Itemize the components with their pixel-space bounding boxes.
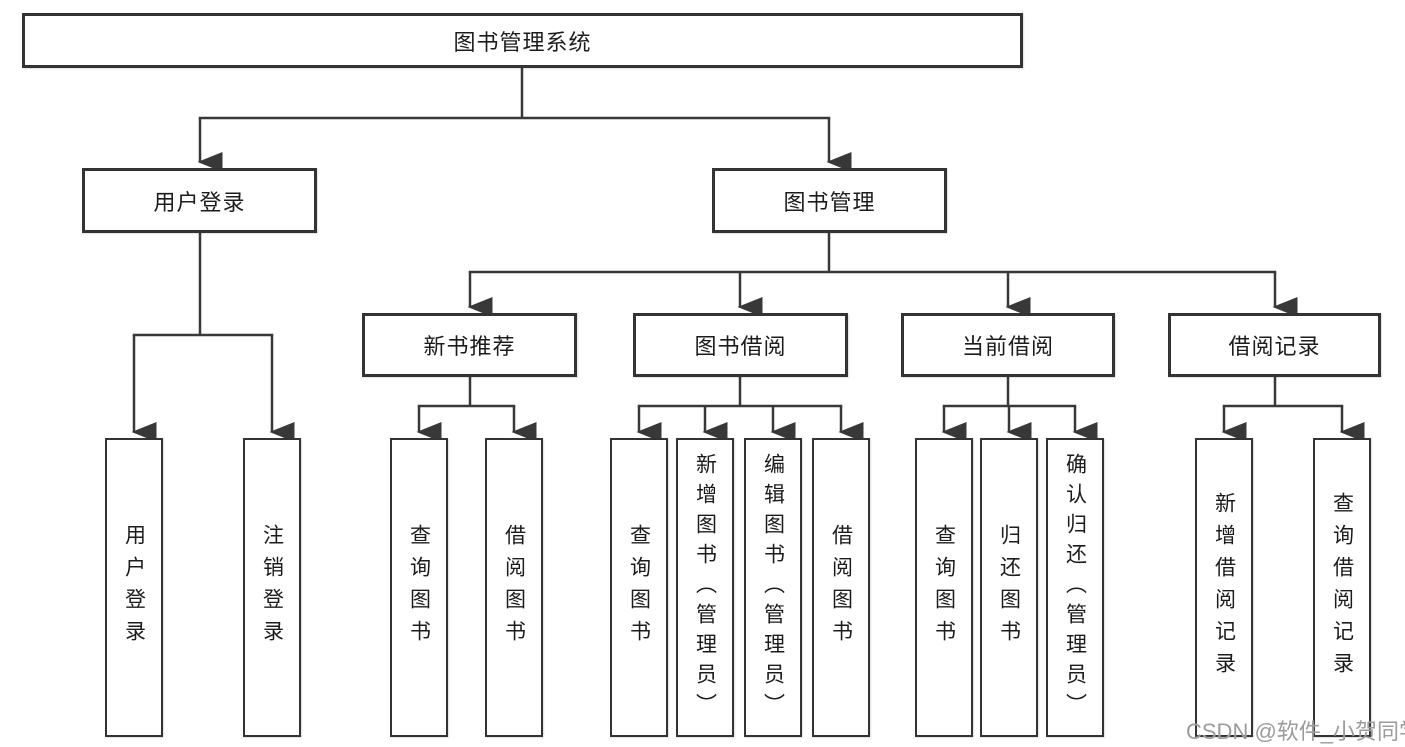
leaf-user-login: 用户登录	[105, 438, 163, 737]
node-book-management: 图书管理	[712, 168, 947, 233]
root-node-library-system: 图书管理系统	[22, 13, 1023, 68]
leaf-query-books: 查询图书	[390, 438, 448, 737]
node-current-borrow: 当前借阅	[901, 313, 1115, 377]
leaf-logout: 注销登录	[243, 438, 301, 737]
leaf-query-books: 查询图书	[915, 438, 973, 737]
leaf-query-books: 查询图书	[610, 438, 668, 737]
leaf-query-borrow-record: 查询借阅记录	[1313, 438, 1371, 737]
leaf-borrow-books: 借阅图书	[485, 438, 543, 737]
csdn-watermark: CSDN @软件_小贺同学	[1186, 719, 1405, 744]
node-user-login: 用户登录	[82, 168, 317, 233]
leaf-add-borrow-record: 新增借阅记录	[1195, 438, 1253, 737]
node-borrow-records: 借阅记录	[1168, 313, 1381, 377]
leaf-add-books-admin: 新增图书（管理员）	[676, 438, 734, 737]
leaf-confirm-return-admin: 确认归还（管理员）	[1046, 438, 1104, 737]
leaf-edit-books-admin: 编辑图书（管理员）	[744, 438, 802, 737]
node-book-borrow: 图书借阅	[633, 313, 848, 377]
leaf-borrow-books: 借阅图书	[812, 438, 870, 737]
node-new-book-recommend: 新书推荐	[362, 313, 577, 377]
leaf-return-books: 归还图书	[980, 438, 1038, 737]
